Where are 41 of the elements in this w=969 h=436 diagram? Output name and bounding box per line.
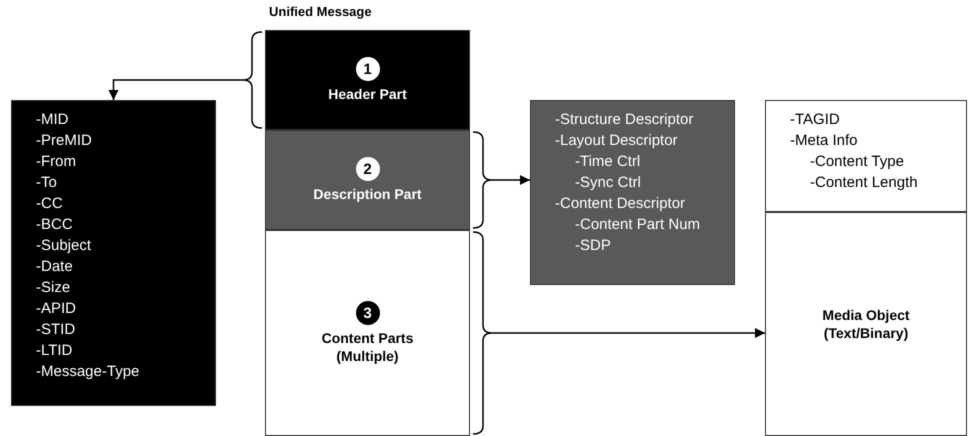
field-item: -From	[36, 152, 77, 172]
field-list-box	[530, 100, 735, 285]
message-part-box	[265, 130, 470, 230]
field-item: -Subject	[36, 236, 92, 256]
field-item: -SDP	[574, 236, 612, 256]
field-item: -Content Part Num	[574, 215, 700, 235]
number-badge: 2	[356, 157, 380, 181]
field-item: -CC	[36, 194, 64, 214]
field-item: -Message-Type	[36, 362, 140, 382]
message-part-box	[265, 230, 470, 436]
media-object-label: Media Object (Text/Binary)	[821, 306, 911, 342]
part-label: Header Part	[328, 85, 407, 103]
field-item: -Meta Info	[790, 131, 859, 151]
field-item: -MID	[36, 110, 70, 130]
media-object-box	[765, 212, 967, 436]
brace-arrow	[472, 131, 531, 229]
part-label: Description Part	[313, 185, 422, 203]
field-item: -Time Ctrl	[574, 152, 642, 172]
message-part-box	[265, 30, 470, 130]
diagram-heading: Unified Message	[269, 4, 372, 19]
number-badge: 1	[356, 57, 380, 81]
brace-arrow	[472, 231, 766, 435]
field-list-box	[11, 100, 216, 406]
field-item: -APID	[36, 299, 78, 319]
field-item: -TAGID	[790, 110, 841, 130]
field-item: -Content Type	[809, 152, 905, 172]
field-item: -Structure Descriptor	[555, 110, 694, 130]
field-item: -Size	[36, 278, 72, 298]
field-item: -Layout Descriptor	[555, 131, 679, 151]
field-item: -Content Descriptor	[555, 194, 686, 214]
field-item: -Sync Ctrl	[574, 173, 642, 193]
field-item: -Date	[36, 257, 74, 277]
field-item: -Content Length	[809, 173, 918, 193]
field-item: -STID	[36, 320, 76, 340]
number-badge: 3	[356, 301, 380, 325]
field-item: -BCC	[36, 215, 74, 235]
field-item: -PreMID	[36, 131, 93, 151]
part-label: Content Parts (Multiple)	[320, 329, 414, 365]
field-item: -To	[36, 173, 58, 193]
field-item: -LTID	[36, 341, 74, 361]
field-list-box	[765, 100, 967, 212]
